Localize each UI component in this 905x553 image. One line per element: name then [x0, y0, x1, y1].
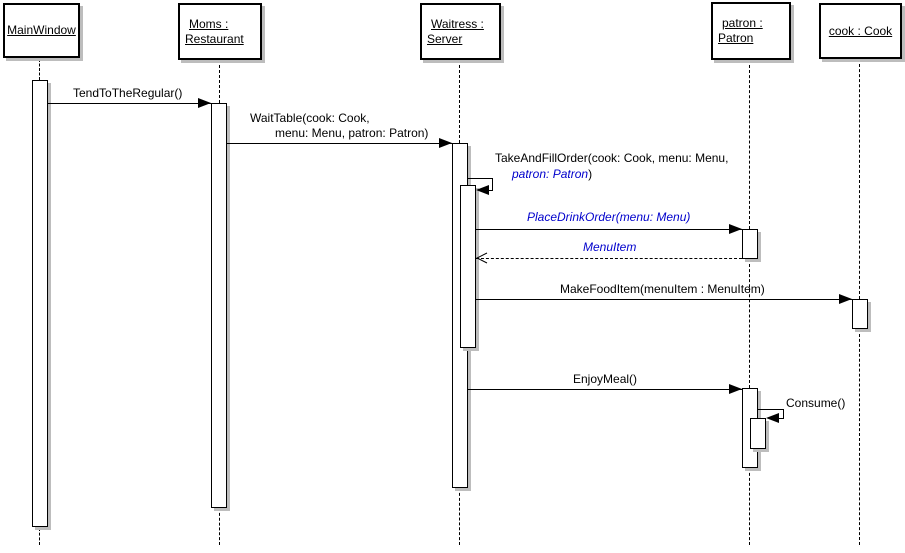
- lifeline-cook[interactable]: [859, 329, 860, 545]
- sync-arrowhead-icon: [766, 413, 779, 423]
- message-take-and-fill-order[interactable]: [492, 178, 493, 190]
- lifeline-patron[interactable]: [749, 468, 750, 545]
- lifeline-name: Restaurant: [185, 31, 244, 46]
- lifeline-head-waitress-server[interactable]: Waitress : Server: [420, 3, 501, 60]
- lifeline-name: cook : Cook: [828, 23, 893, 38]
- lifeline-name: Waitress :: [431, 16, 484, 31]
- sync-arrowhead-icon: [729, 384, 742, 394]
- lifeline-moms-restaurant[interactable]: [219, 508, 220, 545]
- message-label[interactable]: TendToTheRegular(): [73, 86, 183, 100]
- message-label-suffix: ): [588, 167, 593, 181]
- activation-waitress-server-nested[interactable]: [460, 185, 476, 348]
- message-label[interactable]: MakeFoodItem(menuItem : MenuItem): [560, 282, 765, 296]
- activation-patron-drink[interactable]: [742, 229, 758, 259]
- lifeline-name: MainWindow: [7, 23, 76, 37]
- lifeline-head-cook[interactable]: cook : Cook: [819, 3, 902, 59]
- message-label[interactable]: EnjoyMeal(): [573, 372, 638, 386]
- message-label-emphasis: patron: Patron: [512, 167, 589, 181]
- lifeline-head-mainwindow[interactable]: MainWindow: [3, 3, 80, 58]
- message-take-and-fill-order[interactable]: [487, 190, 493, 191]
- message-label[interactable]: WaitTable(cook: Cook,: [250, 111, 370, 125]
- lifeline-waitress-server[interactable]: [459, 488, 460, 545]
- lifeline-waitress-server[interactable]: [459, 60, 460, 143]
- lifeline-name: Patron: [718, 31, 754, 45]
- message-take-and-fill-order[interactable]: [468, 178, 492, 179]
- lifeline-name: Moms :: [189, 16, 229, 31]
- activation-cook[interactable]: [852, 299, 868, 329]
- message-consume[interactable]: [777, 418, 784, 419]
- message-label[interactable]: PlaceDrinkOrder(menu: Menu): [527, 210, 691, 224]
- message-enjoy-meal[interactable]: [468, 389, 742, 390]
- sync-arrowhead-icon: [198, 98, 211, 108]
- message-label[interactable]: TakeAndFillOrder(cook: Cook, menu: Menu,: [495, 151, 729, 165]
- lifeline-patron[interactable]: [749, 259, 750, 388]
- sync-arrowhead-icon: [729, 224, 742, 234]
- lifeline-moms-restaurant[interactable]: [219, 60, 220, 103]
- message-place-drink-order[interactable]: [476, 229, 742, 230]
- message-consume[interactable]: [783, 409, 784, 418]
- message-wait-table[interactable]: [227, 143, 452, 144]
- lifeline-head-patron[interactable]: patron : Patron: [711, 2, 791, 60]
- lifeline-name: Server: [427, 31, 463, 46]
- message-label[interactable]: Consume(): [786, 396, 846, 410]
- lifeline-cook[interactable]: [859, 59, 860, 299]
- lifeline-name: patron :: [722, 16, 763, 30]
- lifeline-head-moms-restaurant[interactable]: Moms : Restaurant: [178, 3, 262, 60]
- message-label[interactable]: menu: Menu, patron: Patron): [275, 126, 429, 140]
- lifeline-patron[interactable]: [749, 60, 750, 229]
- activation-patron-consume[interactable]: [750, 418, 766, 449]
- message-tend-to-the-regular[interactable]: [48, 103, 211, 104]
- message-label[interactable]: patron: Patron): [512, 167, 592, 181]
- message-menu-item-return[interactable]: [476, 258, 742, 259]
- return-arrowhead-icon: [475, 252, 488, 267]
- lifeline-mainwindow[interactable]: [39, 59, 40, 80]
- sync-arrowhead-icon: [439, 138, 452, 148]
- sync-arrowhead-icon: [839, 294, 852, 304]
- activation-moms-restaurant[interactable]: [211, 103, 227, 508]
- message-label[interactable]: MenuItem: [583, 240, 637, 254]
- sync-arrowhead-icon: [476, 185, 489, 195]
- message-make-food-item[interactable]: [476, 299, 852, 300]
- message-consume[interactable]: [758, 409, 783, 410]
- activation-mainwindow[interactable]: [32, 80, 48, 527]
- lifeline-mainwindow[interactable]: [39, 528, 40, 545]
